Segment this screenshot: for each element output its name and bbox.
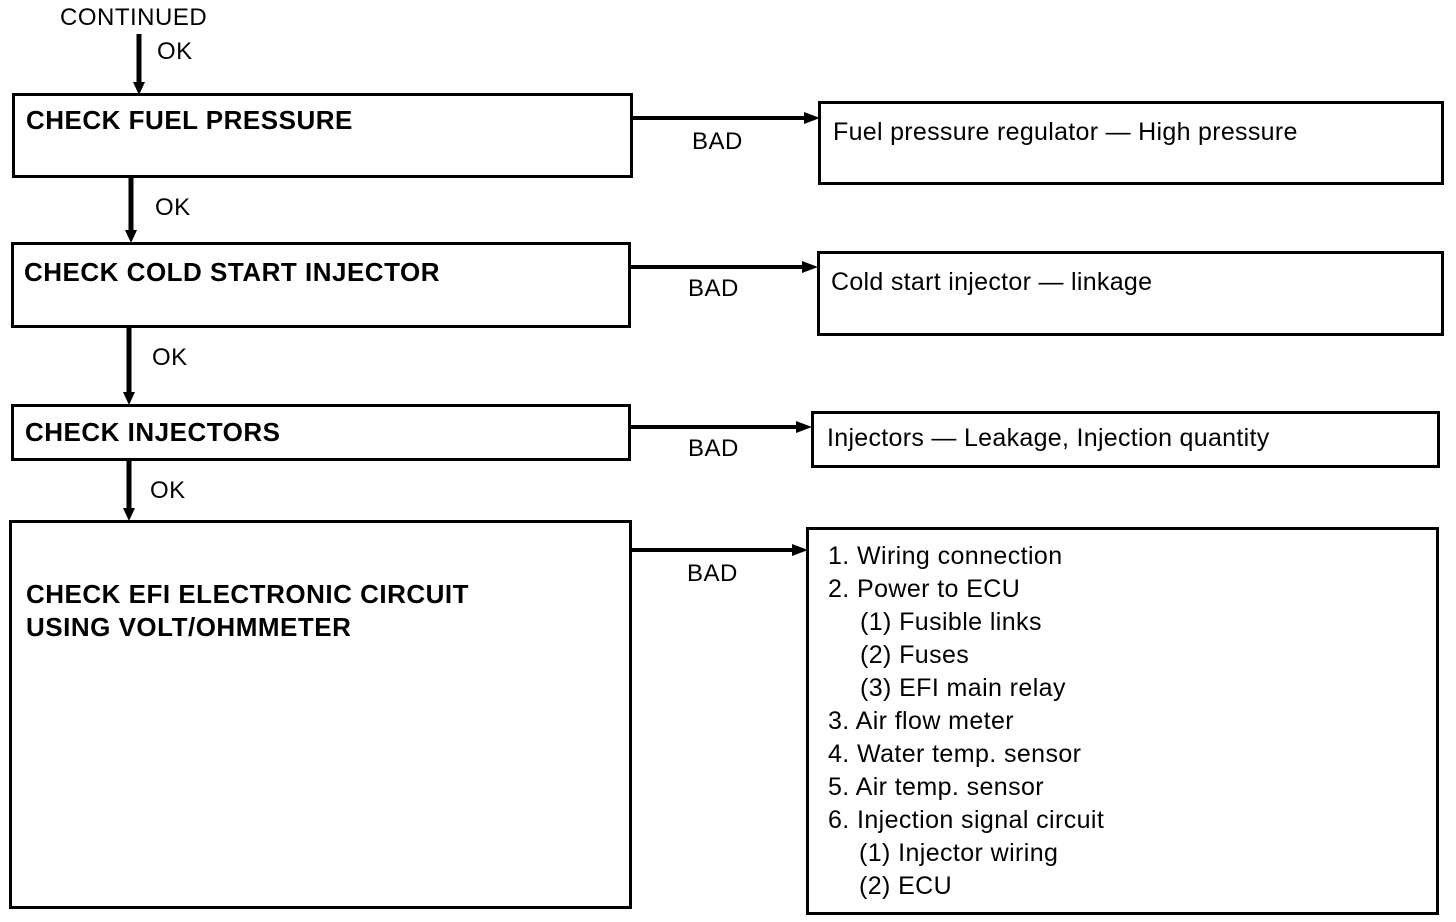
result-item: 5. Air temp. sensor xyxy=(828,773,1045,801)
result-subitem: (3) EFI main relay xyxy=(860,674,1066,702)
result-box-injectors: Injectors — Leakage, Injection quantity xyxy=(811,411,1440,468)
step-title: CHECK COLD START INJECTOR xyxy=(24,257,440,287)
step-title-line2: USING VOLT/OHMMETER xyxy=(26,612,352,642)
result-item: 1. Wiring connection xyxy=(828,542,1063,570)
ok-label: OK xyxy=(150,477,186,504)
bad-label: BAD xyxy=(687,560,738,587)
check-fuel-pressure-box: CHECK FUEL PRESSURE xyxy=(12,93,633,178)
arrowhead xyxy=(123,508,135,521)
arrowhead xyxy=(796,421,812,433)
result-subitem: (2) Fuses xyxy=(860,641,970,669)
bad-label: BAD xyxy=(688,435,739,462)
arrowhead xyxy=(133,82,145,95)
check-cold-start-injector-box: CHECK COLD START INJECTOR xyxy=(11,242,631,328)
step-title: CHECK INJECTORS xyxy=(25,417,281,447)
result-subitem: (2) ECU xyxy=(859,872,953,900)
step-title: CHECK FUEL PRESSURE xyxy=(26,105,353,135)
result-box-efi-items: 1. Wiring connection 2. Power to ECU (1)… xyxy=(806,527,1439,915)
result-item: 4. Water temp. sensor xyxy=(828,740,1082,768)
result-subitem: (1) Fusible links xyxy=(860,608,1042,636)
check-injectors-box: CHECK INJECTORS xyxy=(11,404,631,461)
arrowhead xyxy=(802,261,818,273)
result-item: 6. Injection signal circuit xyxy=(828,806,1105,834)
continued-label: CONTINUED xyxy=(60,4,208,31)
step-title-line1: CHECK EFI ELECTRONIC CIRCUIT xyxy=(26,579,469,609)
arrowhead xyxy=(125,230,137,243)
result-text: Cold start injector — linkage xyxy=(831,268,1153,296)
ok-label: OK xyxy=(155,194,191,221)
result-box-cold-start-injector: Cold start injector — linkage xyxy=(817,251,1444,336)
result-subitem: (1) Injector wiring xyxy=(859,839,1059,867)
arrowhead xyxy=(804,112,820,124)
bad-label: BAD xyxy=(688,275,739,302)
result-text: Fuel pressure regulator — High pressure xyxy=(833,118,1298,146)
arrowhead xyxy=(792,544,808,556)
result-box-fuel-pressure-regulator: Fuel pressure regulator — High pressure xyxy=(818,101,1444,185)
result-item: 3. Air flow meter xyxy=(828,707,1015,735)
ok-label: OK xyxy=(157,38,193,65)
arrowhead xyxy=(123,392,135,405)
ok-label: OK xyxy=(152,344,188,371)
check-efi-electronic-circuit-box: CHECK EFI ELECTRONIC CIRCUIT USING VOLT/… xyxy=(9,520,632,909)
bad-label: BAD xyxy=(692,128,743,155)
result-text: Injectors — Leakage, Injection quantity xyxy=(827,424,1270,452)
result-item: 2. Power to ECU xyxy=(828,575,1021,603)
